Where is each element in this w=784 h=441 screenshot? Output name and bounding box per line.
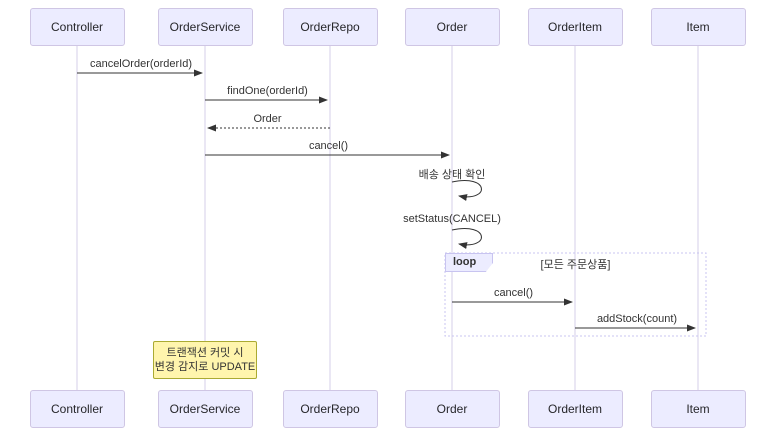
participant-bottom-orderrepo: OrderRepo [282, 390, 378, 428]
loop-label-tag: loop [445, 253, 493, 272]
message-label-cancel-item: cancel() [493, 287, 534, 299]
message-label-cancel: cancel() [308, 140, 349, 152]
participant-top-controller: Controller [29, 8, 125, 46]
participant-top-item: Item [650, 8, 746, 46]
loop-condition: [모든 주문상품] [540, 259, 611, 271]
note-transaction-commit: 트랜잭션 커밋 시 변경 감지로 UPDATE [153, 341, 257, 379]
message-label-add-stock: addStock(count) [596, 313, 678, 325]
participant-label: Order [436, 402, 468, 416]
note-line-2: 변경 감지로 UPDATE [154, 361, 256, 373]
participant-label: OrderItem [547, 20, 602, 34]
participant-label: OrderService [169, 20, 241, 34]
note-line-1: 트랜잭션 커밋 시 [166, 347, 244, 359]
participant-bottom-item: Item [650, 390, 746, 428]
participant-label: Item [686, 402, 710, 416]
participant-label: Controller [50, 402, 104, 416]
participant-label: OrderRepo [300, 20, 360, 34]
participant-top-orderrepo: OrderRepo [282, 8, 378, 46]
message-label-order-return: Order [253, 113, 282, 125]
participant-label: OrderService [169, 402, 241, 416]
self-message-arrow-check-delivery [451, 180, 482, 201]
participant-label: OrderRepo [300, 402, 360, 416]
participant-label: Item [686, 20, 710, 34]
message-label-check-delivery: 배송 상태 확인 [418, 169, 486, 181]
participant-label: OrderItem [547, 402, 602, 416]
message-label-find-one: findOne(orderId) [227, 85, 308, 97]
self-message-arrow-set-status [451, 228, 482, 249]
message-label-cancel-order: cancelOrder(orderId) [89, 58, 193, 70]
participant-bottom-orderitem: OrderItem [527, 390, 623, 428]
participant-top-orderservice: OrderService [157, 8, 253, 46]
participant-top-orderitem: OrderItem [527, 8, 623, 46]
participant-bottom-order: Order [404, 390, 500, 428]
participant-label: Order [436, 20, 468, 34]
participant-bottom-orderservice: OrderService [157, 390, 253, 428]
message-label-set-status: setStatus(CANCEL) [403, 213, 501, 225]
participant-label: Controller [50, 20, 104, 34]
participant-top-order: Order [404, 8, 500, 46]
participant-bottom-controller: Controller [29, 390, 125, 428]
